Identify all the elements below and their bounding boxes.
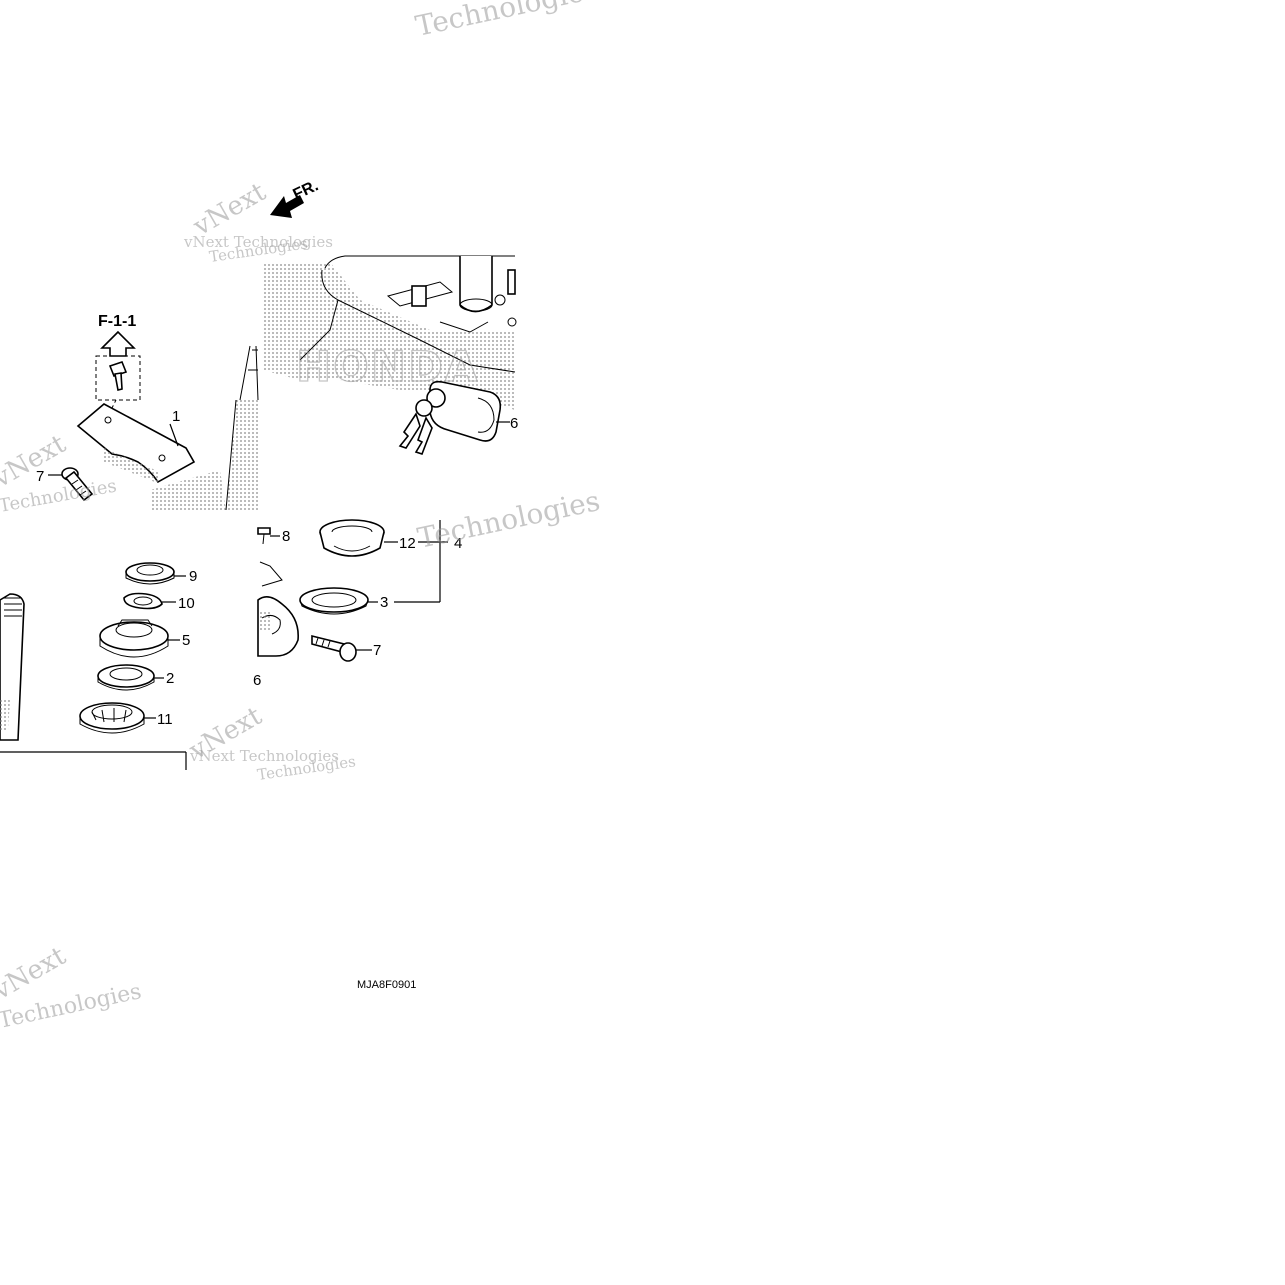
front-arrow-icon [270, 195, 304, 218]
adjusting-nut-part [99, 619, 169, 658]
callout-5: 5 [182, 632, 190, 649]
bolt-part-right [311, 634, 357, 662]
watermark-line-lower: vNext Technologies [189, 747, 339, 765]
up-arrow-icon [100, 330, 136, 357]
bottom-bridge-part [257, 561, 299, 657]
callout-6-lower: 6 [253, 672, 261, 689]
reference-label: F-1-1 [98, 313, 136, 330]
upper-bearing-part [319, 519, 385, 557]
watermark-technologies-top: Technologies [413, 0, 601, 43]
callout-7-right: 7 [373, 642, 381, 659]
callout-8: 8 [282, 528, 290, 545]
reference-arrow-group: F-1-1 [95, 313, 141, 417]
cover-plate-part [76, 403, 196, 484]
ignition-switch-part [398, 380, 502, 456]
callout-6-upper: 6 [510, 415, 518, 432]
callout-2: 2 [166, 670, 174, 687]
watermark-technologies-mid: Technologies [415, 484, 603, 555]
drawing-code: MJA8F0901 [357, 979, 416, 991]
lock-washer-part [123, 592, 163, 610]
watermark-line-upper: vNext Technologies [183, 233, 333, 251]
steering-stem-shaft [0, 593, 187, 770]
locknut-part [125, 562, 175, 585]
callout-9: 9 [189, 568, 197, 585]
callout-10: 10 [178, 595, 195, 612]
callout-7-left: 7 [36, 468, 44, 485]
callout-1: 1 [172, 408, 180, 425]
front-direction-label: FR. [291, 177, 322, 203]
callout-12: 12 [399, 535, 416, 552]
dust-seal-part [97, 664, 155, 691]
bolt-part-left [61, 467, 94, 502]
bearing-race-part [299, 587, 369, 615]
front-direction-indicator: FR. [270, 177, 321, 218]
screw-part [257, 527, 271, 545]
callout-3: 3 [380, 594, 388, 611]
watermark-group: Technologies vNext vNext Technologies Te… [0, 0, 603, 1034]
fork-tube [150, 345, 259, 511]
upper-crown-assembly [262, 255, 517, 410]
callout-11: 11 [157, 711, 173, 728]
lower-bearing-part [79, 702, 145, 734]
callout-4: 4 [454, 535, 462, 552]
